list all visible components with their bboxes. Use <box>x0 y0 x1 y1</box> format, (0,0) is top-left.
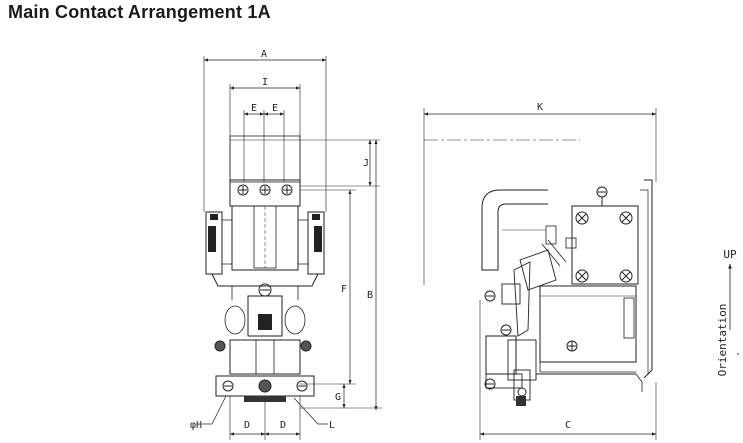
dim-label-j: J <box>363 158 369 169</box>
front-view <box>202 56 382 440</box>
dim-label-phi-h: φH <box>190 420 202 431</box>
dim-label-d-right: D <box>280 420 286 431</box>
dim-label-l: L <box>329 420 335 431</box>
dim-label-e-left: E <box>251 103 257 114</box>
dim-label-a: A <box>261 49 267 60</box>
orientation-label: Orientation <box>716 304 729 377</box>
dim-label-k: K <box>537 102 543 113</box>
orientation-indicator <box>728 263 739 355</box>
orientation-up-label: UP <box>723 248 737 261</box>
dim-label-i: I <box>262 77 268 88</box>
dim-label-e-right: E <box>272 103 278 114</box>
page-title: Main Contact Arrangement 1A <box>8 2 271 22</box>
dim-label-g: G <box>335 392 341 403</box>
dim-label-d-left: D <box>244 420 250 431</box>
side-view <box>423 108 657 440</box>
dim-label-b: B <box>367 290 373 301</box>
dim-label-c: C <box>565 420 571 431</box>
dim-label-f: F <box>341 284 347 295</box>
